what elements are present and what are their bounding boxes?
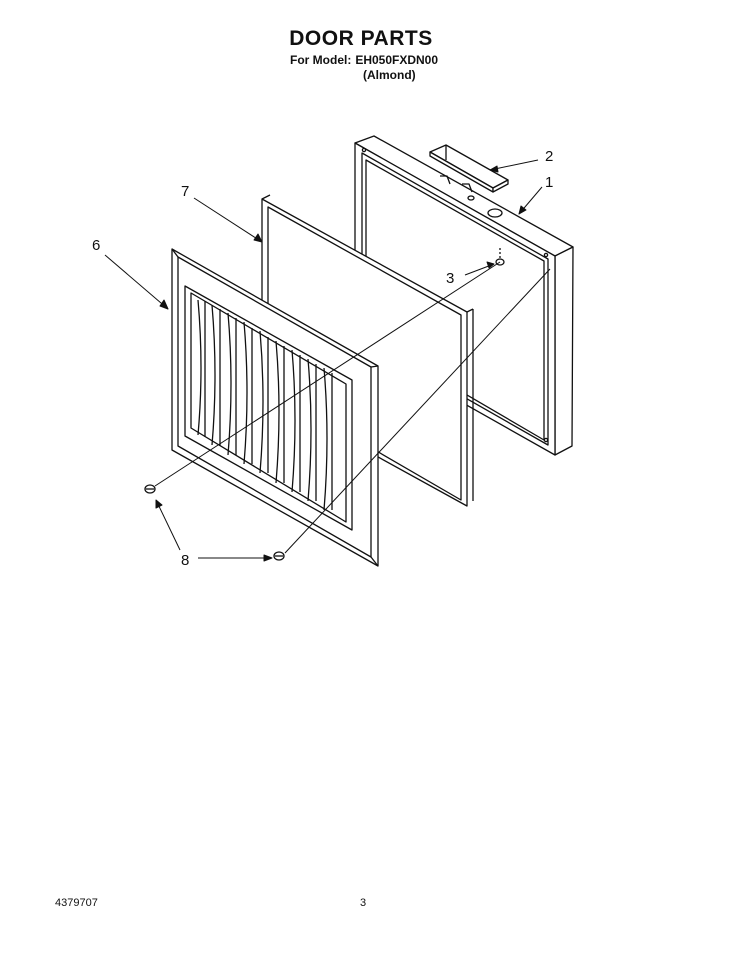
page-title: DOOR PARTS [289, 27, 433, 50]
model-line: For Model:EH050FXDN00 [290, 53, 438, 67]
document-number: 4379707 [55, 897, 98, 909]
door-panel-part-1 [354, 135, 574, 456]
model-number: EH050FXDN00 [355, 53, 439, 67]
page-number: 3 [360, 897, 367, 909]
callout-2: 2 [545, 148, 553, 165]
assembly-guide-lines [154, 261, 551, 554]
callout-3: 3 [446, 270, 454, 287]
callout-7: 7 [181, 183, 189, 200]
callout-8: 8 [181, 552, 189, 569]
model-label: For Model: [290, 53, 352, 67]
screw-part-8a [144, 484, 156, 494]
screw-part-8b [273, 551, 285, 561]
callout-1: 1 [545, 174, 553, 191]
callout-6: 6 [92, 237, 100, 254]
leader-lines [104, 159, 543, 562]
hinge-bracket-part-2 [429, 144, 509, 218]
model-color: (Almond) [363, 68, 416, 82]
